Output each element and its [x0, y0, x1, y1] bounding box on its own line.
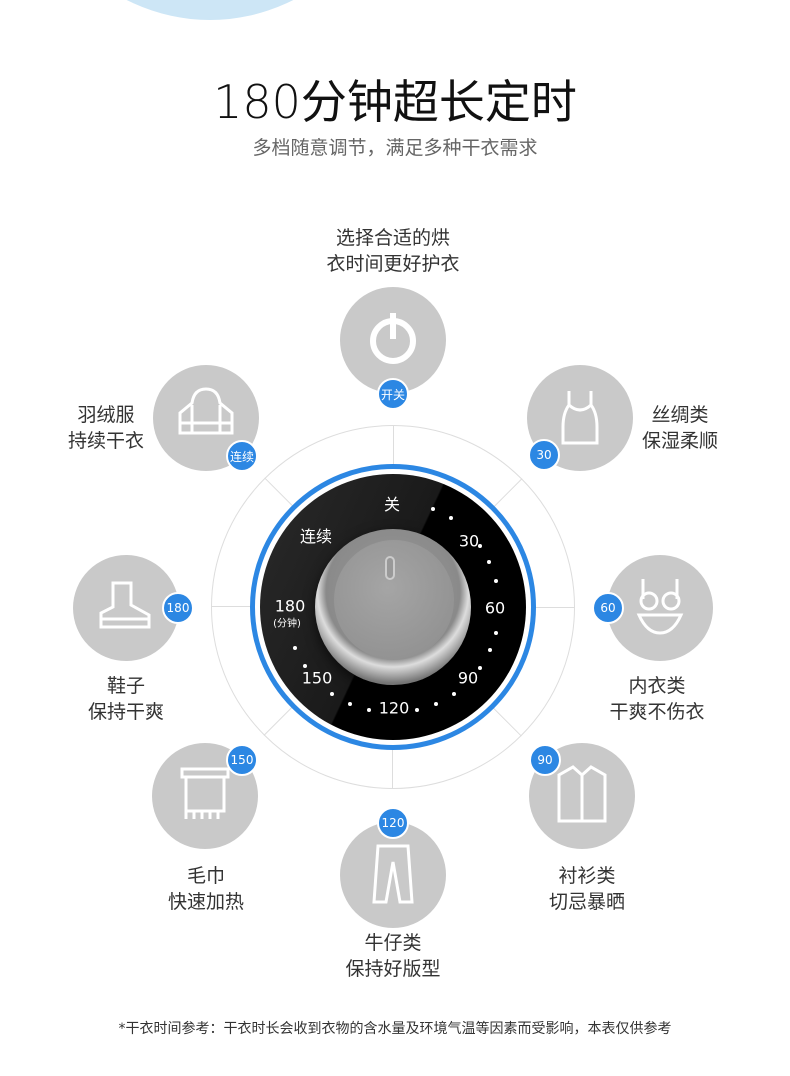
category-label: 选择合适的烘衣时间更好护衣 — [326, 225, 459, 277]
category-circle — [607, 555, 713, 661]
power-icon — [360, 305, 426, 375]
category-label-line2: 干爽不伤衣 — [609, 701, 705, 723]
dial-dot — [430, 506, 435, 511]
category-label-line1: 衬衫类 — [558, 865, 616, 887]
category-label-line2: 快速加热 — [167, 891, 245, 913]
dial-mark-60: 60 — [484, 598, 506, 618]
time-badge: 30 — [528, 439, 560, 471]
time-badge: 180 — [162, 592, 194, 624]
dial-mark-150: 150 — [301, 668, 333, 688]
dial-dot — [330, 691, 335, 696]
dial-dot — [451, 691, 456, 696]
category-label: 丝绸类保湿柔顺 — [642, 402, 718, 454]
dial-unit: (分钟) — [273, 618, 301, 630]
decorative-blob — [10, 0, 410, 20]
knob-pointer — [385, 556, 395, 580]
dial-dot — [347, 701, 352, 706]
time-badge: 60 — [592, 592, 624, 624]
category-label: 毛巾快速加热 — [168, 863, 244, 915]
category-label-line1: 选择合适的烘 — [335, 227, 451, 249]
dial-mark-30: 30 — [458, 531, 480, 551]
dial-label-continuous: 连续 — [299, 527, 333, 546]
dial-dot — [303, 664, 308, 669]
category-circle — [340, 287, 446, 393]
category-label: 羽绒服持续干衣 — [68, 402, 144, 454]
dial-dot — [448, 516, 453, 521]
footer-note: *干衣时间参考：干衣时长会收到衣物的含水量及环境气温等因素而受影响，本表仅供参考 — [118, 1021, 672, 1037]
time-badge: 120 — [377, 807, 409, 839]
category-label-line2: 持续干衣 — [67, 430, 145, 452]
category-label-line2: 衣时间更好护衣 — [326, 253, 460, 275]
category-label: 衬衫类切忌暴晒 — [549, 863, 625, 915]
category-label-line2: 保持干爽 — [87, 701, 165, 723]
dial-dot — [487, 648, 492, 653]
dial-mark-180: 180 — [274, 596, 306, 616]
category-label-line1: 内衣类 — [628, 675, 686, 697]
dial-dot — [477, 665, 482, 670]
category-label-line1: 毛巾 — [186, 865, 226, 887]
shoe-icon — [93, 573, 159, 643]
dial-dot — [293, 646, 298, 651]
category-circle — [73, 555, 179, 661]
dial-dot — [477, 544, 482, 549]
jeans-icon — [360, 840, 426, 910]
dial-mark-120: 120 — [378, 698, 410, 718]
dial-label-off: 关 — [383, 495, 401, 514]
category-label: 内衣类干爽不伤衣 — [609, 673, 704, 725]
time-badge: 90 — [529, 744, 561, 776]
dial-mark-90: 90 — [457, 668, 479, 688]
dial-dot — [487, 560, 492, 565]
towel-icon — [172, 761, 238, 831]
dial-dot — [493, 579, 498, 584]
category-label-line1: 羽绒服 — [77, 404, 135, 426]
shirt-icon — [549, 761, 615, 831]
dial-dot — [414, 708, 419, 713]
dial-dot — [367, 708, 372, 713]
underwear-icon — [627, 573, 693, 643]
time-badge: 150 — [226, 744, 258, 776]
dial-dot — [493, 630, 498, 635]
page-title: 180分钟超长定时 — [213, 75, 577, 129]
category-circle — [340, 822, 446, 928]
category-label-line1: 丝绸类 — [651, 404, 709, 426]
category-label-line1: 鞋子 — [106, 675, 146, 697]
category-label-line1: 牛仔类 — [364, 932, 422, 954]
category-label-line2: 保持好版型 — [345, 958, 441, 980]
category-label-line2: 切忌暴晒 — [548, 891, 626, 913]
time-badge: 开关 — [377, 378, 409, 410]
time-badge: 连续 — [226, 440, 258, 472]
dial-dot — [434, 701, 439, 706]
camisole-icon — [547, 383, 613, 453]
category-label: 牛仔类保持好版型 — [345, 930, 440, 982]
category-label: 鞋子保持干爽 — [88, 673, 164, 725]
page-subtitle: 多档随意调节，满足多种干衣需求 — [252, 137, 538, 159]
category-label-line2: 保湿柔顺 — [641, 430, 719, 452]
down-jacket-icon — [173, 383, 239, 453]
